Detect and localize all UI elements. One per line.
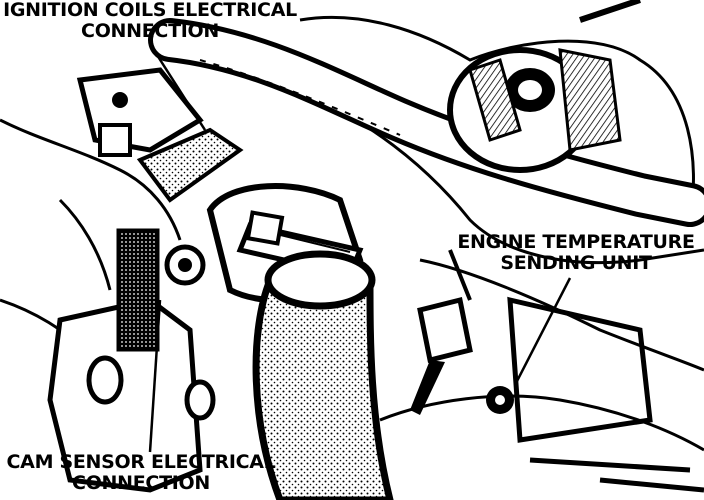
lower-hose xyxy=(252,250,394,500)
ignition-coils-label: IGNITION COILS ELECTRICAL CONNECTION xyxy=(0,0,300,42)
leader-cam-sensor xyxy=(148,299,162,453)
leader-ignition-coils xyxy=(148,43,207,131)
ignition-coil-connector xyxy=(76,67,244,203)
engine-temperature-label-line1: ENGINE TEMPERATURE xyxy=(457,231,695,253)
leader-lines xyxy=(148,43,572,453)
cam-sensor-label-line1: CAM SENSOR ELECTRICAL xyxy=(6,451,276,473)
leader-engine-temperature xyxy=(513,277,572,386)
upper-right-fitting xyxy=(447,0,641,173)
cam-sensor-label-line2: CONNECTION xyxy=(72,472,210,494)
upper-hose xyxy=(148,18,704,227)
engine-temperature-label-line2: SENDING UNIT xyxy=(500,252,652,274)
left-bracket xyxy=(47,228,216,493)
ignition-coils-label-line2: CONNECTION xyxy=(81,20,219,42)
cam-sensor-label: CAM SENSOR ELECTRICAL CONNECTION xyxy=(0,452,282,494)
temperature-sending-unit xyxy=(410,249,514,415)
engine-temperature-label: ENGINE TEMPERATURE SENDING UNIT xyxy=(452,232,700,274)
lower-right-frame xyxy=(507,296,704,493)
ignition-coils-label-line1: IGNITION COILS ELECTRICAL xyxy=(3,0,297,21)
